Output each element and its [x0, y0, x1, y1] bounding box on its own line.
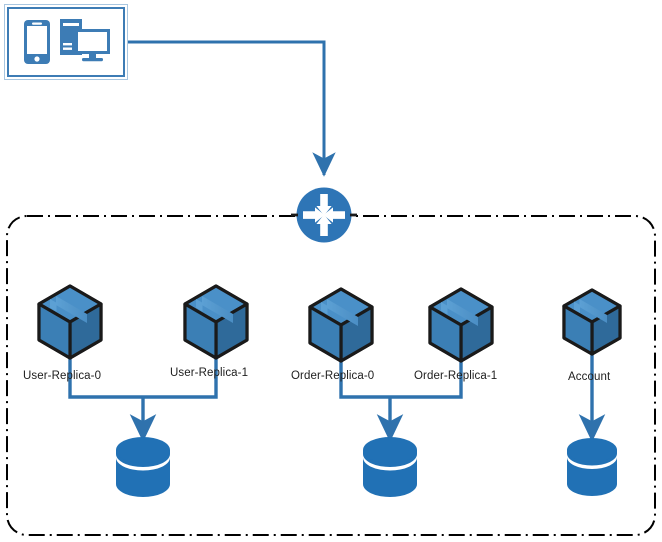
order-replica-0-cube-icon[interactable]	[308, 287, 374, 363]
user-replica-1-cube-icon[interactable]	[183, 284, 249, 360]
user-replica-0-to-db-connector	[68, 355, 143, 399]
account-label: Account	[568, 371, 611, 383]
client-icons-group	[9, 9, 123, 75]
order-replica-0-label: Order-Replica-0	[291, 370, 375, 382]
order-replica-1-label: Order-Replica-1	[414, 370, 498, 382]
client-to-router-connector	[128, 40, 336, 177]
order-replica-1-cube-icon[interactable]	[428, 287, 494, 363]
user-replica-0-label: User-Replica-0	[23, 370, 102, 382]
client-devices-box-inner	[7, 7, 125, 77]
order-replica-1-to-db-connector	[390, 355, 463, 399]
order-database-cylinder-icon[interactable]	[363, 437, 417, 497]
order-replica-0-to-db-connector	[339, 355, 390, 399]
user-replica-0-cube-icon[interactable]	[37, 284, 103, 360]
desktop-computer-icon	[59, 19, 110, 62]
account-cube-icon[interactable]	[562, 288, 622, 356]
user-replica-1-to-db-connector	[143, 355, 218, 399]
router-icon[interactable]	[291, 187, 357, 243]
client-devices-box[interactable]	[4, 4, 128, 80]
mobile-phone-icon	[23, 20, 50, 64]
user-replica-1-label: User-Replica-1	[170, 367, 249, 379]
service-boundary-rect	[6, 215, 656, 536]
account-database-cylinder-icon[interactable]	[567, 438, 617, 496]
user-database-cylinder-icon[interactable]	[116, 437, 170, 497]
